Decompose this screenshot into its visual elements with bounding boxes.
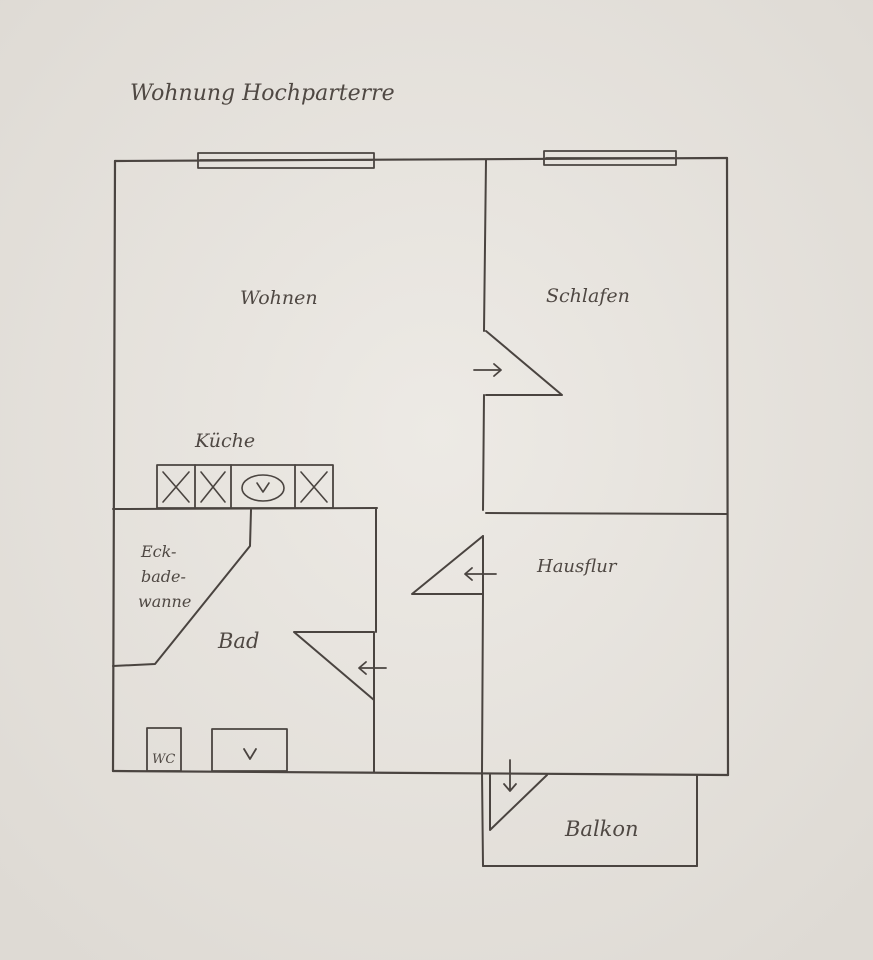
door-hausflur-wohnen xyxy=(411,535,484,595)
wc-label: WC xyxy=(152,752,175,767)
room-label-eckbadewanne-3: wanne xyxy=(138,592,191,611)
door-balkon xyxy=(489,774,548,831)
room-label-hausflur: Hausflur xyxy=(536,556,618,577)
corner-bathtub xyxy=(112,509,252,667)
room-label-eckbadewanne-2: bade- xyxy=(141,567,186,586)
stove-burner-icon xyxy=(162,471,190,503)
stove-burner-icon xyxy=(300,471,328,503)
kitchen-sink-icon xyxy=(241,474,285,502)
arrow-right-icon xyxy=(473,363,502,377)
room-label-schlafen: Schlafen xyxy=(546,285,630,307)
room-label-kueche: Küche xyxy=(194,430,255,452)
arrow-down-icon xyxy=(503,759,517,792)
arrow-left-icon xyxy=(464,567,497,581)
plan-title: Wohnung Hochparterre xyxy=(130,81,395,106)
arrow-left-icon xyxy=(358,661,387,675)
door-wohnen-schlafen xyxy=(485,330,563,396)
window-schlafen xyxy=(543,150,677,166)
room-label-balkon: Balkon xyxy=(564,817,639,841)
window-wohnen xyxy=(197,152,375,169)
toilet-fixture xyxy=(146,727,182,772)
room-label-bad: Bad xyxy=(217,629,259,653)
room-label-eckbadewanne-1: Eck- xyxy=(140,542,176,561)
stove-burner-icon xyxy=(200,471,226,503)
room-label-wohnen: Wohnen xyxy=(240,287,318,309)
bathroom-sink xyxy=(211,728,288,772)
balcony-outline xyxy=(481,771,698,867)
kitchen-counter xyxy=(156,464,334,509)
door-bad xyxy=(293,631,375,701)
